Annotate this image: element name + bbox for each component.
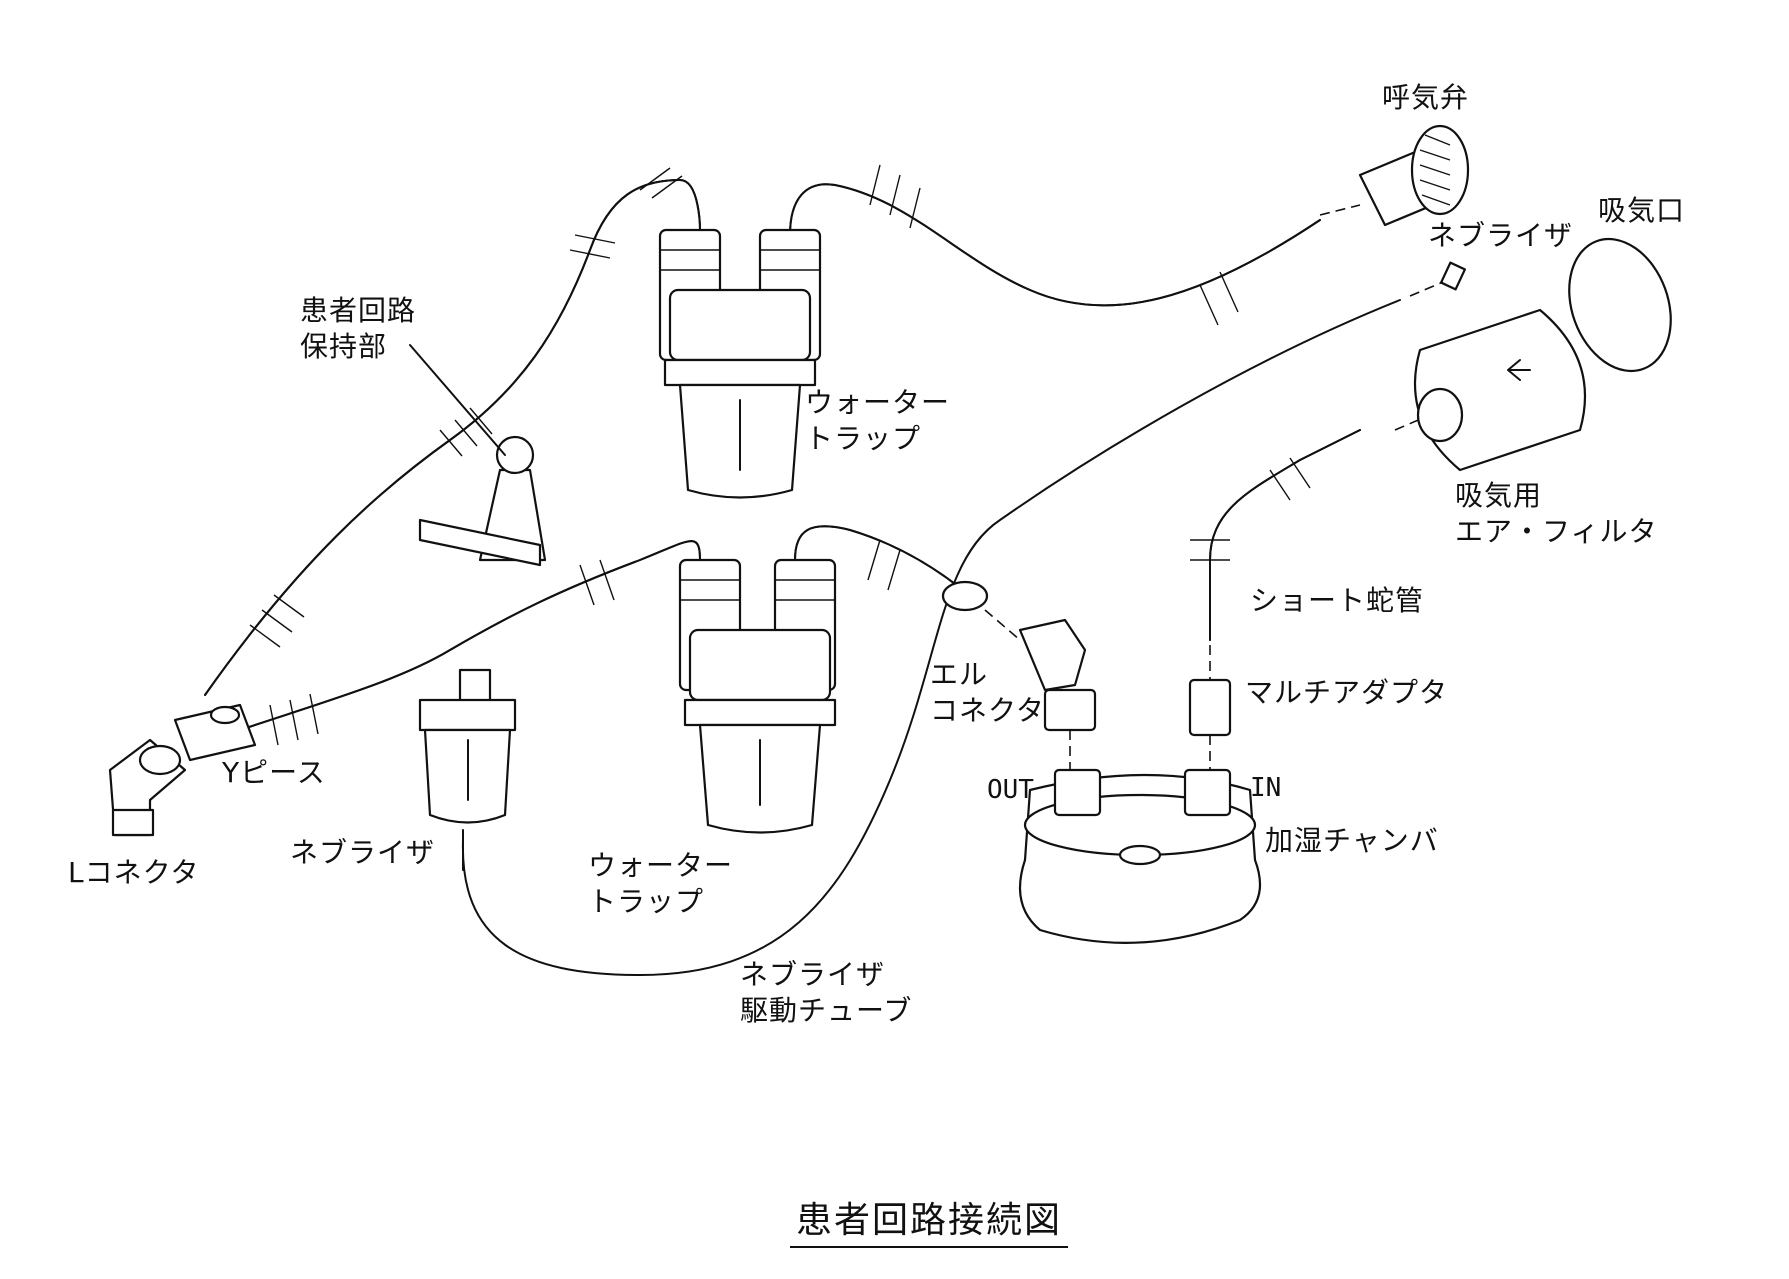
inspiratory-tube — [239, 525, 976, 746]
label-water-trap-upper-line1: ウォーター — [805, 386, 951, 419]
label-water-trap-lower-line1: ウォーター — [588, 849, 734, 882]
label-intake-filter-line1: 吸気用 — [1455, 479, 1543, 512]
diagram-title: 患者回路接続図 — [790, 1198, 1069, 1248]
label-exhalation-valve: 呼気弁 — [1382, 81, 1470, 114]
nebulizer-top — [1409, 261, 1466, 297]
multi-adapter — [1188, 645, 1232, 770]
label-multi-adapter: マルチアダプタ — [1245, 676, 1449, 709]
intake-port — [1568, 237, 1672, 373]
label-short-tube: ショート蛇管 — [1250, 584, 1425, 617]
label-intake-port: 吸気口 — [1598, 194, 1686, 227]
circuit-holder — [409, 344, 547, 567]
exhalation-valve — [1319, 124, 1470, 227]
expiratory-tube — [204, 164, 1321, 696]
label-humidifier-chamber: 加湿チャンバ — [1265, 824, 1439, 857]
label-elbow-connector-line1: エル — [930, 658, 989, 691]
label-out-port: OUT — [987, 775, 1034, 805]
label-in-port: IN — [1250, 773, 1282, 803]
label-elbow-connector-line2: コネクタ — [930, 694, 1045, 727]
water-trap-lower — [678, 558, 837, 834]
label-nebulizer-bottom: ネブライザ — [290, 836, 436, 869]
label-nebulizer-drive-tube-line1: ネブライザ — [740, 958, 886, 991]
humidifier-chamber — [1018, 768, 1262, 944]
label-circuit-holder-line2: 保持部 — [300, 330, 388, 363]
label-l-connector: Lコネクタ — [68, 856, 200, 889]
label-nebulizer-drive-tube-line2: 駆動チューブ — [740, 994, 913, 1027]
label-intake-filter-line2: エア・フィルタ — [1455, 515, 1658, 548]
intake-air-filter — [1394, 304, 1641, 472]
label-nebulizer-top: ネブライザ — [1428, 219, 1574, 252]
nebulizer-drive-tube — [461, 299, 1401, 976]
water-trap-upper — [658, 228, 822, 499]
label-water-trap-upper-line2: トラップ — [805, 422, 922, 455]
short-tube — [1190, 429, 1361, 641]
label-circuit-holder-line1: 患者回路 — [300, 294, 417, 327]
label-y-piece: Yピース — [222, 756, 326, 789]
nebulizer — [418, 668, 517, 871]
elbow-connector — [941, 580, 1097, 770]
y-piece — [173, 703, 257, 762]
label-water-trap-lower-line2: トラップ — [588, 885, 705, 918]
l-connector — [108, 738, 187, 837]
